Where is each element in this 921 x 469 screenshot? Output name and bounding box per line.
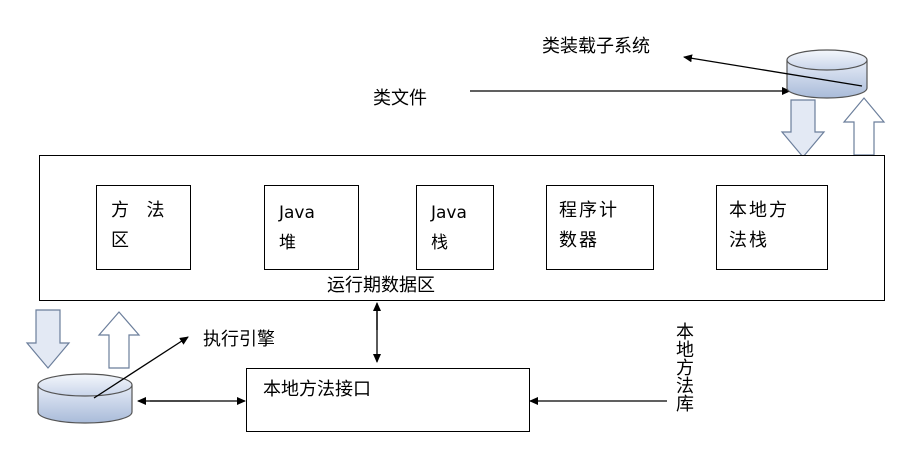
exec-engine-disk (37, 373, 133, 424)
class-loader-arrow (683, 54, 863, 87)
class-file-label: 类文件 (373, 88, 427, 109)
native-library-label: 本地方法库 (673, 322, 694, 412)
native-stack-box: 本地方 法栈 (716, 185, 828, 270)
load-down-arrow (780, 99, 826, 158)
native-interface-label: 本地方法接口 (263, 379, 371, 400)
runtime-area-label: 运行期数据区 (327, 275, 435, 296)
exec-engine-arrow (93, 336, 189, 399)
java-stack-label: Java 栈 (431, 203, 467, 253)
method-area-box: 方 法 区 (96, 185, 191, 270)
native-interface-box: 本地方法接口 (246, 368, 530, 432)
java-stack-box: Java 栈 (416, 185, 494, 270)
exec-down-arrow (25, 309, 71, 369)
class-loader-disk (786, 49, 868, 99)
exec-engine-label: 执行引擎 (203, 329, 275, 350)
load-up-arrow (842, 97, 886, 156)
pc-counter-label: 程序计 数器 (559, 200, 619, 251)
java-heap-box: Java 堆 (264, 185, 359, 270)
method-area-label: 方 法 区 (111, 200, 167, 251)
pc-counter-box: 程序计 数器 (546, 185, 654, 270)
exec-up-arrow (97, 311, 141, 369)
class-loader-label: 类装载子系统 (542, 36, 650, 57)
native-stack-label: 本地方 法栈 (729, 200, 789, 251)
java-heap-label: Java 堆 (279, 203, 315, 253)
